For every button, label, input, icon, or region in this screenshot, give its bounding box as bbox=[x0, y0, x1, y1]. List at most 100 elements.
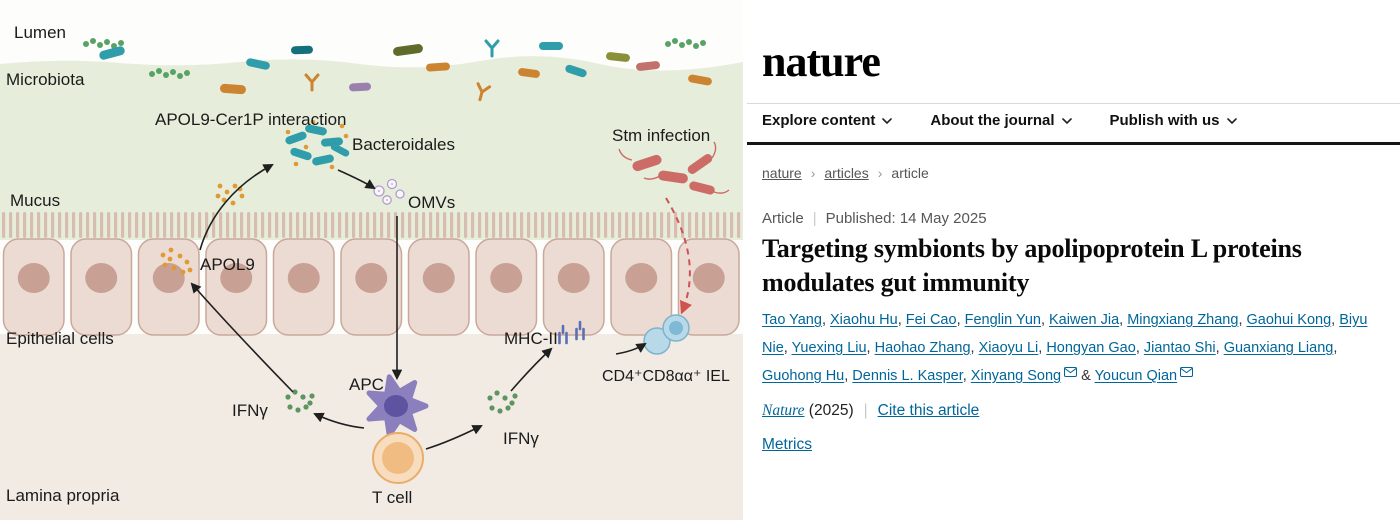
envelope-icon[interactable] bbox=[1180, 365, 1194, 381]
label-apol9: APOL9 bbox=[200, 255, 255, 274]
envelope-icon[interactable] bbox=[1064, 365, 1078, 381]
label-bacteroidales: Bacteroidales bbox=[352, 135, 455, 154]
author-link[interactable]: Gaohui Kong bbox=[1246, 312, 1332, 328]
nav-publish-with-us[interactable]: Publish with us bbox=[1110, 112, 1237, 129]
meta-divider: | bbox=[812, 210, 817, 227]
author-separator: , bbox=[866, 340, 875, 356]
label-apc: APC bbox=[349, 375, 384, 394]
site-nav: Explore content About the journal Publis… bbox=[762, 112, 1237, 129]
bacteroidales-cluster bbox=[285, 119, 350, 170]
breadcrumb-nature[interactable]: nature bbox=[762, 165, 802, 181]
author-separator: , bbox=[821, 312, 830, 328]
chevron-down-icon bbox=[882, 117, 893, 124]
breadcrumb-article: article bbox=[891, 165, 929, 181]
nav-divider bbox=[747, 142, 1400, 145]
author-separator: , bbox=[1333, 340, 1338, 356]
apc-cell bbox=[366, 374, 429, 438]
author-separator: , bbox=[962, 368, 971, 384]
cite-this-article-link[interactable]: Cite this article bbox=[877, 402, 980, 419]
lamina-propria-background bbox=[0, 334, 743, 520]
epithelial-nuclei bbox=[17, 263, 725, 293]
author-link[interactable]: Guohong Hu bbox=[762, 368, 845, 384]
mhc2-icons bbox=[558, 320, 585, 345]
journal-citation-line: Nature (2025) | Cite this article bbox=[762, 402, 979, 420]
author-separator: , bbox=[1331, 312, 1340, 328]
published-label: Published: bbox=[825, 210, 896, 227]
microbiota-organisms bbox=[83, 38, 712, 102]
label-stm-infection: Stm infection bbox=[612, 126, 710, 145]
chevron-down-icon bbox=[1226, 117, 1237, 124]
mucus-layer bbox=[0, 56, 743, 240]
author-link[interactable]: Xiaohu Hu bbox=[830, 312, 898, 328]
label-ifn-gamma-right: IFNγ bbox=[503, 429, 539, 448]
nature-logo[interactable]: nature bbox=[762, 37, 881, 86]
metrics-row: Metrics bbox=[762, 436, 812, 454]
breadcrumb: nature › articles › article bbox=[762, 165, 929, 181]
journal-link[interactable]: Nature bbox=[762, 402, 805, 419]
label-microbiota: Microbiota bbox=[6, 70, 85, 89]
author-link[interactable]: Dennis L. Kasper bbox=[852, 368, 963, 384]
apol9-particles-lower bbox=[160, 247, 193, 275]
author-link[interactable]: Tao Yang bbox=[762, 312, 822, 328]
nav-explore-label: Explore content bbox=[762, 112, 876, 129]
label-apol9-cer1p: APOL9-Cer1P interaction bbox=[155, 110, 347, 129]
breadcrumb-articles[interactable]: articles bbox=[824, 165, 869, 181]
author-link[interactable]: Yuexing Liu bbox=[791, 340, 867, 356]
author-separator: , bbox=[970, 340, 979, 356]
author-link[interactable]: Fei Cao bbox=[905, 312, 957, 328]
breadcrumb-separator-icon: › bbox=[877, 165, 883, 181]
label-t-cell: T cell bbox=[372, 488, 412, 507]
author-link[interactable]: Guanxiang Liang bbox=[1223, 340, 1334, 356]
chevron-down-icon bbox=[1061, 117, 1072, 124]
nav-about-journal[interactable]: About the journal bbox=[930, 112, 1072, 129]
author-link[interactable]: Fenglin Yun bbox=[964, 312, 1041, 328]
author-link[interactable]: Mingxiang Zhang bbox=[1127, 312, 1239, 328]
nav-explore-content[interactable]: Explore content bbox=[762, 112, 893, 129]
author-link[interactable]: Hongyan Gao bbox=[1046, 340, 1136, 356]
signal-arrows bbox=[190, 164, 647, 450]
author-link[interactable]: Xinyang Song bbox=[970, 368, 1062, 384]
author-separator: , bbox=[783, 340, 792, 356]
author-separator: , bbox=[844, 368, 853, 384]
label-lamina-propria: Lamina propria bbox=[6, 486, 120, 505]
author-link[interactable]: Biyu Nie bbox=[762, 312, 1368, 356]
brush-border bbox=[0, 212, 743, 238]
article-page: nature Explore content About the journal… bbox=[743, 0, 1400, 520]
breadcrumb-separator-icon: › bbox=[810, 165, 816, 181]
author-separator: , bbox=[1215, 340, 1224, 356]
header-divider bbox=[747, 103, 1400, 104]
journal-year: (2025) bbox=[808, 402, 854, 419]
iel-cell bbox=[643, 314, 690, 355]
nav-publish-label: Publish with us bbox=[1109, 112, 1220, 129]
author-link[interactable]: Jiantao Shi bbox=[1143, 340, 1216, 356]
author-separator: , bbox=[1119, 312, 1128, 328]
author-separator: , bbox=[956, 312, 965, 328]
nav-about-label: About the journal bbox=[930, 112, 1055, 129]
author-link[interactable]: Kaiwen Jia bbox=[1049, 312, 1120, 328]
label-epithelial-cells: Epithelial cells bbox=[6, 329, 114, 348]
label-ifn-gamma-left: IFNγ bbox=[232, 401, 268, 420]
label-mucus: Mucus bbox=[10, 191, 60, 210]
author-link[interactable]: Haohao Zhang bbox=[874, 340, 971, 356]
label-omvs: OMVs bbox=[408, 193, 455, 212]
author-separator: , bbox=[1038, 340, 1047, 356]
label-lumen: Lumen bbox=[14, 23, 66, 42]
epithelial-cell-layer bbox=[2, 238, 740, 336]
author-separator: , bbox=[1238, 312, 1247, 328]
author-link[interactable]: Youcun Qian bbox=[1094, 368, 1178, 384]
metrics-link[interactable]: Metrics bbox=[762, 436, 812, 453]
article-type: Article bbox=[762, 210, 804, 227]
ifn-gamma-right-dots bbox=[487, 390, 518, 414]
omv-vesicles bbox=[373, 178, 405, 205]
author-conjunction: & bbox=[1077, 368, 1095, 384]
author-separator: , bbox=[1135, 340, 1144, 356]
stm-bacteria bbox=[618, 141, 730, 195]
author-list: Tao Yang, Xiaohu Hu, Fei Cao, Fenglin Yu… bbox=[762, 306, 1380, 390]
author-link[interactable]: Xiaoyu Li bbox=[978, 340, 1039, 356]
citation-divider: | bbox=[863, 402, 868, 419]
article-title: Targeting symbionts by apolipoprotein L … bbox=[762, 234, 1302, 297]
published-date: 14 May 2025 bbox=[899, 210, 987, 227]
t-cell bbox=[372, 432, 424, 484]
author-separator: , bbox=[1040, 312, 1050, 328]
